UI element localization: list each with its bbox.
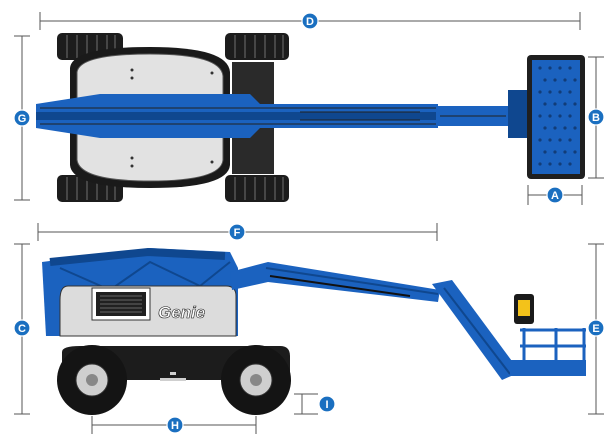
badge-d: D [301,12,319,30]
badge-a-label: A [551,190,559,202]
side-platform-rails [520,328,586,362]
side-platform-floor [510,360,586,376]
side-turntable-ridge [49,247,226,266]
side-view: Genie [42,247,586,415]
side-main-boom-stripe [265,267,439,295]
badge-h-label: H [171,420,179,432]
top-boom-center [36,112,438,120]
tire-rear-right [225,175,289,202]
side-chassis-mark-2 [170,372,176,375]
badge-b: B [587,108,605,126]
badge-e-label: E [592,323,599,335]
badge-i-label: I [325,399,328,411]
dimension-badges: D G B A F C E H [13,12,605,434]
badge-e: E [587,319,605,337]
badge-c: C [13,319,31,337]
badge-a: A [546,186,564,204]
badge-f-label: F [234,227,241,239]
top-view [36,33,585,202]
tire-rear-left [225,33,289,60]
badge-c-label: C [18,323,26,335]
top-boom-linework [40,107,436,125]
side-wheel-front [57,345,127,415]
side-jib-stripe [443,287,511,375]
side-vent-slats [100,295,142,313]
top-boom-upper-flare [36,94,260,104]
top-boom-lower-flare [36,128,260,138]
badge-i: I [318,395,336,413]
top-rotator [508,90,530,138]
genie-logo: Genie [158,303,205,322]
side-turntable-struts [59,260,231,292]
badge-b-label: B [592,112,600,124]
badge-h: H [166,416,184,434]
side-chassis-mark [160,378,186,381]
badge-g: G [13,109,31,127]
badge-g-label: G [18,113,27,125]
top-platform-grating [538,66,577,166]
badge-f: F [228,223,246,241]
badge-d-label: D [306,16,314,28]
side-control-panel [518,300,530,316]
side-boom-hose [269,275,411,297]
side-wheel-rear [221,345,291,415]
